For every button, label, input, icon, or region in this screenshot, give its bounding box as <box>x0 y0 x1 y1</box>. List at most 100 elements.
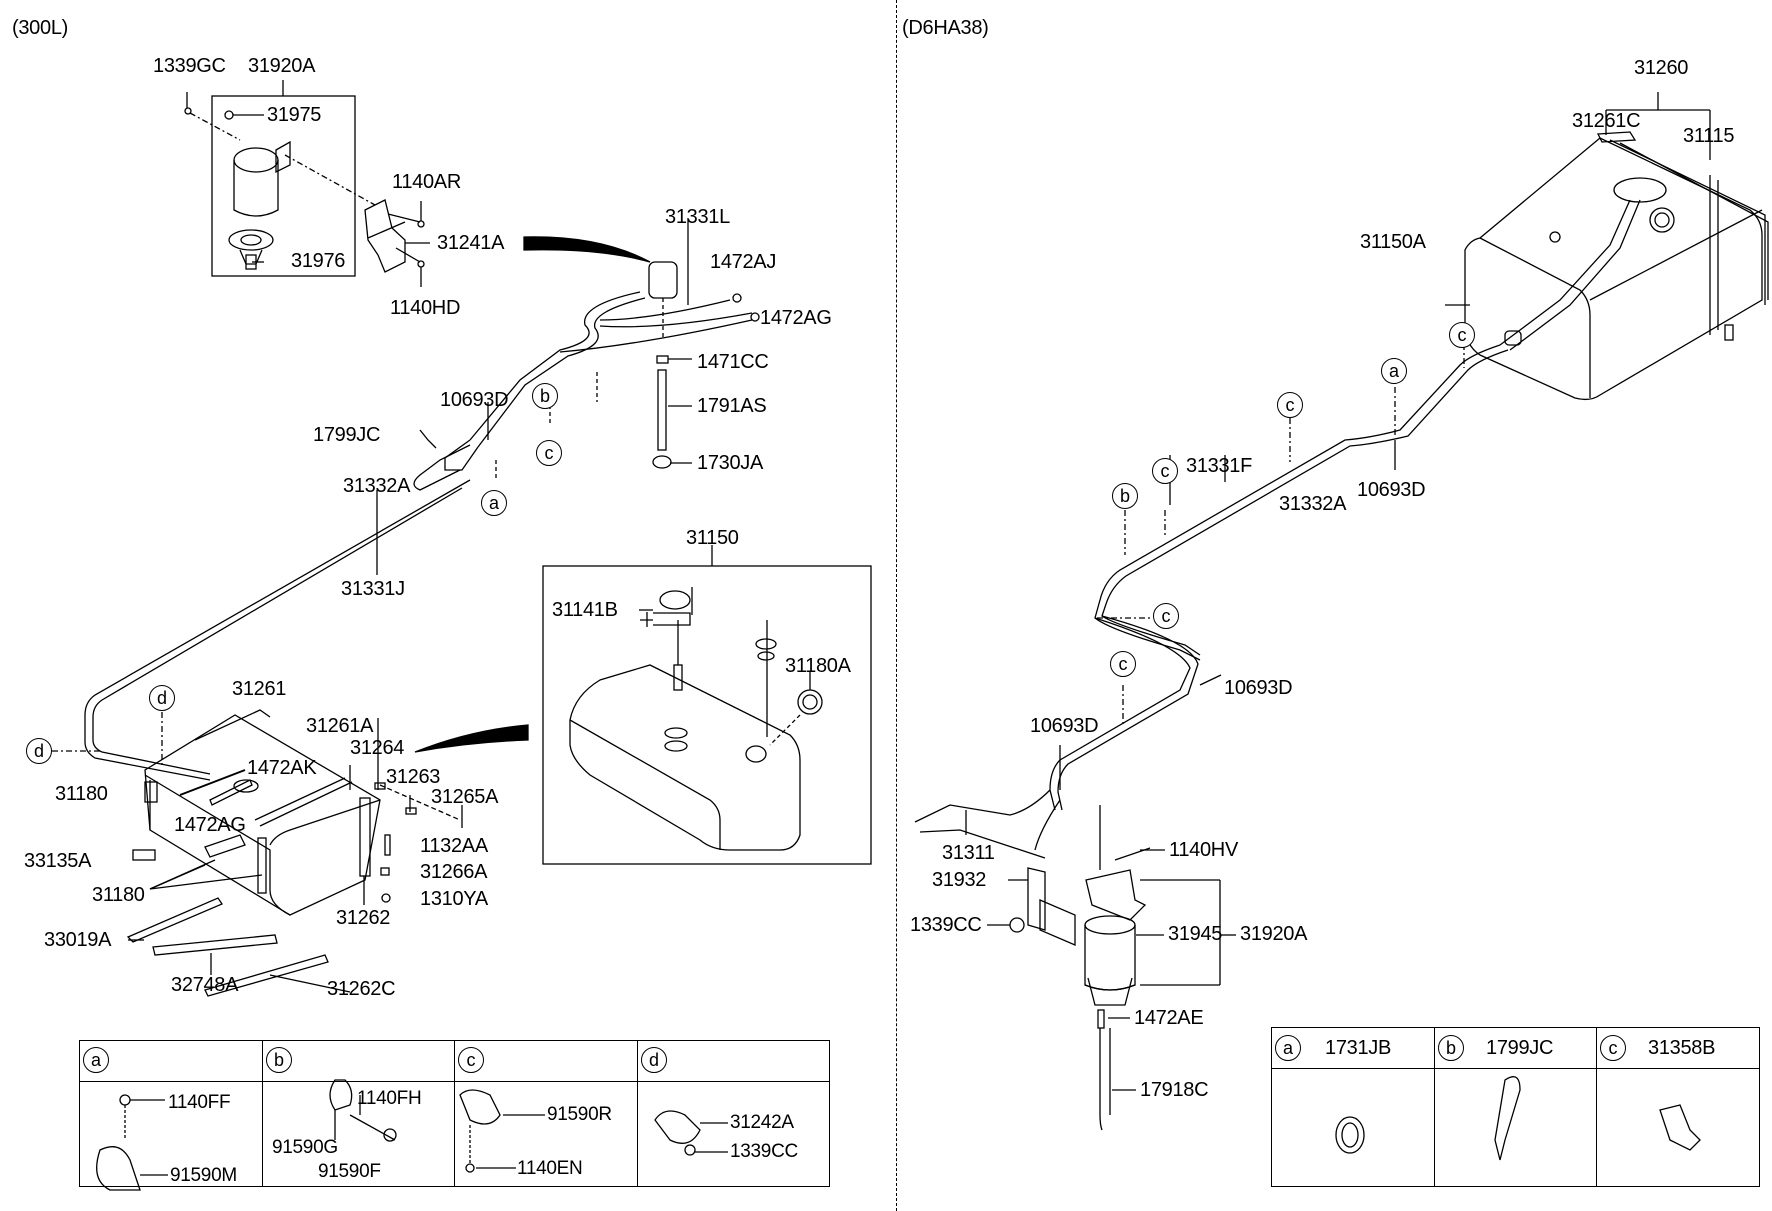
legend-header-row <box>1272 1028 1759 1069</box>
legend-part: 91590R <box>547 1104 612 1125</box>
filter-assembly-left <box>184 80 376 277</box>
legend-part: 91590F <box>318 1161 381 1182</box>
callout-c: c <box>1277 392 1303 418</box>
part-label: 31331L <box>665 206 730 228</box>
part-label: 33019A <box>44 929 112 951</box>
part-label: 33135A <box>24 850 92 872</box>
part-label: 1339CC <box>910 914 982 936</box>
callout-c: c <box>1449 322 1475 348</box>
callout-a: a <box>481 490 507 516</box>
legend-cell-b: b 1799JC <box>1435 1028 1597 1186</box>
part-label: 10693D <box>1030 715 1099 737</box>
part-label: 31266A <box>420 861 488 883</box>
legend-cell-a: a 1140FF 91590M <box>80 1041 263 1186</box>
part-label: 1339GC <box>153 55 226 77</box>
fuel-lines-right <box>914 330 1509 859</box>
callout-b: b <box>266 1047 292 1073</box>
part-label: 31331F <box>1186 455 1253 477</box>
legend-table-right: a 1731JB b 1799JC c 31358B <box>1271 1027 1760 1187</box>
part-label: 1140HV <box>1169 839 1238 861</box>
callout-a: a <box>1381 358 1407 384</box>
part-label: 31180 <box>92 884 145 906</box>
part-label: 31150A <box>1360 231 1426 253</box>
legend-cell-d: d 31242A 1339CC <box>638 1041 831 1186</box>
part-label: 1472AK <box>247 757 317 779</box>
legend-part: 1339CC <box>730 1141 798 1162</box>
part-label: 31115 <box>1683 125 1735 147</box>
callout-a: a <box>83 1047 109 1073</box>
legend-part: 1140FH <box>357 1088 422 1109</box>
callout-d: d <box>26 738 52 764</box>
callout-d: d <box>641 1047 667 1073</box>
callout-c: c <box>458 1047 484 1073</box>
legend-table-left: a 1140FF 91590M b 1140FH 91590G 91590F c… <box>79 1040 830 1187</box>
part-label: 1132AA <box>420 835 488 857</box>
legend-part: 31242A <box>730 1112 794 1133</box>
callout-d: d <box>149 685 175 711</box>
legend-part: 31358B <box>1648 1037 1716 1059</box>
part-label: 31265A <box>431 786 499 808</box>
legend-cell-c: c 91590R 1140EN <box>455 1041 638 1186</box>
panel-divider <box>896 0 897 1211</box>
legend-part: 1799JC <box>1486 1037 1554 1059</box>
legend-part: 1731JB <box>1325 1037 1392 1059</box>
legend-left-drawings <box>96 1079 728 1191</box>
part-label: 31261A <box>306 715 374 737</box>
fuel-lines-long-left <box>52 479 471 781</box>
part-label: 1791AS <box>697 395 767 417</box>
part-label: 31241A <box>437 232 505 254</box>
legend-part: 91590M <box>170 1165 237 1186</box>
legend-cell-b: b 1140FH 91590G 91590F <box>263 1041 455 1186</box>
part-label: 31180 <box>55 783 108 805</box>
part-label: 1472AG <box>174 814 246 836</box>
part-label: 10693D <box>440 389 509 411</box>
part-label: 31141B <box>552 599 618 621</box>
filter-assembly-right <box>987 805 1236 1131</box>
part-label: 31262 <box>336 907 391 929</box>
part-label: 31150 <box>686 527 739 549</box>
tank-box-31150 <box>542 545 872 865</box>
part-label: 31975 <box>267 104 322 126</box>
callout-a: a <box>1275 1035 1301 1061</box>
part-label: 1310YA <box>420 888 488 910</box>
part-label: 31261 <box>232 678 287 700</box>
legend-part: 1140FF <box>168 1092 231 1113</box>
fuel-lines-upper-left <box>413 218 760 491</box>
part-label: 1471CC <box>697 351 769 373</box>
part-label: 31331J <box>341 578 405 600</box>
pointer-arrow-mid <box>414 724 529 753</box>
fuel-tank-left <box>126 709 463 997</box>
pointer-arrow-top <box>523 236 651 263</box>
variant-label-right: (D6HA38) <box>902 17 989 39</box>
callout-c: c <box>536 440 562 466</box>
part-label: 1140HD <box>390 297 461 319</box>
part-label: 1472AG <box>760 307 832 329</box>
callout-c: c <box>1153 603 1179 629</box>
callout-c: c <box>1152 458 1178 484</box>
callout-c: c <box>1110 651 1136 677</box>
callout-b: b <box>1438 1035 1464 1061</box>
part-label: 10693D <box>1357 479 1426 501</box>
part-label: 31264 <box>350 737 405 759</box>
callout-b: b <box>1112 483 1138 509</box>
part-label: 17918C <box>1140 1079 1209 1101</box>
callout-c: c <box>1600 1035 1626 1061</box>
part-label: 10693D <box>1224 677 1293 699</box>
legend-cell-a: a 1731JB <box>1272 1028 1435 1186</box>
part-label: 31180A <box>785 655 851 677</box>
part-label: 31311 <box>942 842 995 864</box>
part-label: 1140AR <box>392 171 461 193</box>
part-label: 1472AJ <box>710 251 777 273</box>
variant-label-left: (300L) <box>12 17 69 39</box>
part-label: 31932 <box>932 869 987 891</box>
fuel-tank-right <box>1445 92 1769 401</box>
part-label: 31260 <box>1634 57 1689 79</box>
legend-part: 91590G <box>272 1137 338 1158</box>
part-label: 31261C <box>1572 110 1641 132</box>
legend-cell-c: c 31358B <box>1597 1028 1761 1186</box>
callout-b: b <box>532 383 558 409</box>
part-label: 1799JC <box>313 424 381 446</box>
part-label: 31262C <box>327 978 396 1000</box>
part-label: 31920A <box>1240 923 1308 945</box>
